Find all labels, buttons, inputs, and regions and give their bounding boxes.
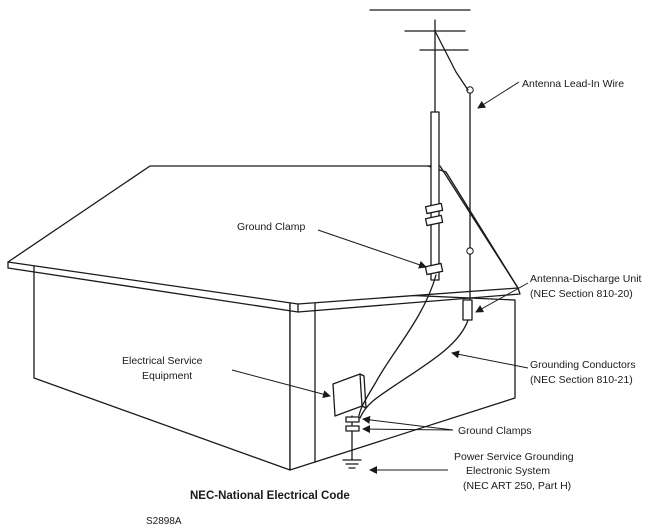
mast-clamp-middle — [424, 214, 444, 227]
label-grounding-conductors-section: (NEC Section 810-21) — [530, 374, 633, 386]
label-power-service-system: Electronic System — [466, 465, 550, 477]
electrical-service-equipment — [332, 373, 367, 417]
leader-ground-clamp — [317, 229, 427, 269]
ground-clamp-2 — [345, 425, 360, 432]
label-discharge-unit-section: (NEC Section 810-20) — [530, 288, 633, 300]
leader-ground-clamps-2 — [362, 425, 454, 434]
ground-clamps-and-rod — [342, 415, 362, 469]
label-ground-clamps: Ground Clamps — [458, 425, 532, 437]
house-roof — [7, 165, 519, 305]
leader-ground-clamps-1 — [362, 415, 454, 431]
leader-grounding-conductors — [451, 350, 529, 369]
nec-title: NEC-National Electrical Code — [190, 490, 350, 502]
figure-code: S2898A — [146, 516, 182, 527]
grounding-conductors — [357, 274, 469, 421]
labels: Antenna Lead-In Wire Ground Clamp Antenn… — [122, 78, 642, 527]
label-grounding-conductors: Grounding Conductors — [530, 359, 636, 371]
leader-discharge-unit — [475, 282, 529, 313]
label-discharge-unit: Antenna-Discharge Unit — [530, 273, 642, 285]
ground-clamp-1 — [345, 416, 360, 423]
label-electrical-service-equipment: Equipment — [142, 370, 192, 382]
label-lead-in-wire: Antenna Lead-In Wire — [522, 78, 624, 90]
house — [7, 165, 521, 471]
mast-clamp-upper — [424, 202, 444, 215]
antenna-discharge-unit — [462, 299, 473, 321]
leader-electrical-service — [231, 369, 331, 399]
ground-clamp-mast — [424, 262, 444, 276]
label-ground-clamp: Ground Clamp — [237, 221, 305, 233]
leader-lead-in — [477, 81, 520, 109]
leader-lines — [231, 81, 529, 474]
label-power-service: Power Service Grounding — [454, 451, 574, 463]
label-electrical-service: Electrical Service — [122, 355, 203, 367]
label-power-service-article: (NEC ART 250, Part H) — [463, 480, 571, 492]
